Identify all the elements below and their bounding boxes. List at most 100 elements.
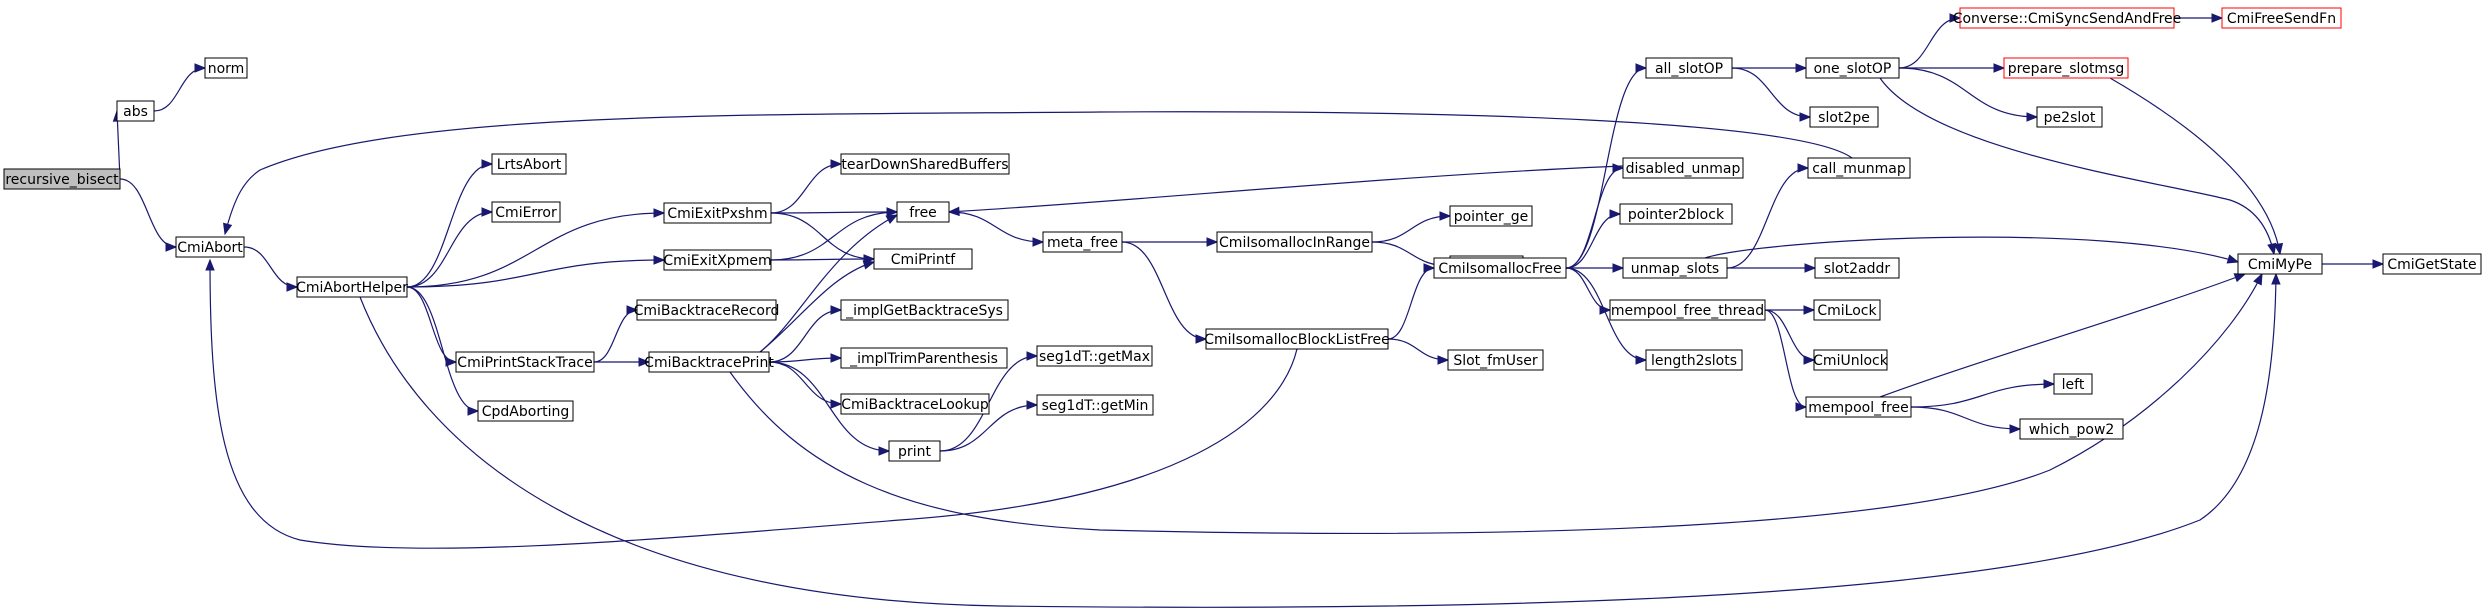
node-box[interactable] <box>1814 257 1900 279</box>
node-box[interactable] <box>3 168 121 190</box>
node-box[interactable] <box>477 400 574 422</box>
node-box[interactable] <box>1036 345 1153 367</box>
node--implgetbacktracesys[interactable]: _implGetBacktraceSys <box>840 299 1009 321</box>
node-box[interactable] <box>1645 57 1733 79</box>
node-box[interactable] <box>2382 253 2482 275</box>
node-box[interactable] <box>840 347 1008 369</box>
node-converse-cmisyncsendandfree[interactable]: Converse::CmiSyncSendAndFree <box>1953 7 2182 29</box>
node-box[interactable] <box>2003 57 2129 79</box>
node-box[interactable] <box>1622 257 1728 279</box>
node-box[interactable] <box>1805 57 1900 79</box>
node-box[interactable] <box>1805 396 1912 418</box>
node-box[interactable] <box>2221 7 2342 29</box>
node-cmibacktracerecord[interactable]: CmiBacktraceRecord <box>634 299 780 321</box>
node-box[interactable] <box>840 393 990 415</box>
node-cmilock[interactable]: CmiLock <box>1813 299 1881 321</box>
node-cmiaborthelper[interactable]: CmiAbortHelper <box>296 276 408 298</box>
node-teardownsharedbuffers[interactable]: tearDownSharedBuffers <box>840 153 1010 175</box>
node-box[interactable] <box>1433 257 1567 279</box>
node-box[interactable] <box>2237 253 2323 275</box>
node-box[interactable] <box>1619 203 1733 225</box>
node-cmimype[interactable]: CmiMyPe <box>2237 253 2323 275</box>
node-box[interactable] <box>175 236 245 258</box>
node-box[interactable] <box>1036 394 1154 416</box>
node-box[interactable] <box>896 201 950 223</box>
node-left[interactable]: left <box>2053 373 2093 395</box>
node-slot2pe[interactable]: slot2pe <box>1809 106 1879 128</box>
node-box[interactable] <box>2053 373 2093 395</box>
node-box[interactable] <box>491 153 567 175</box>
node-cmiprintf[interactable]: CmiPrintf <box>873 248 973 270</box>
arrowhead-icon <box>885 214 899 225</box>
node-box[interactable] <box>491 201 561 223</box>
node-unmap-slots[interactable]: unmap_slots <box>1622 257 1728 279</box>
node-box[interactable] <box>1809 106 1879 128</box>
node-cmiabort[interactable]: CmiAbort <box>175 236 245 258</box>
node-length2slots[interactable]: length2slots <box>1645 349 1743 371</box>
node-seg1dt-getmax[interactable]: seg1dT::getMax <box>1036 345 1153 367</box>
node-mempool-free[interactable]: mempool_free <box>1805 396 1912 418</box>
node-box[interactable] <box>1622 157 1744 179</box>
node-cmibacktraceprint[interactable]: CmiBacktracePrint <box>644 351 774 373</box>
node-pointer2block[interactable]: pointer2block <box>1619 203 1733 225</box>
node-box[interactable] <box>840 153 1010 175</box>
node-box[interactable] <box>2036 106 2103 128</box>
node-box[interactable] <box>2019 418 2124 440</box>
node-box[interactable] <box>1447 349 1544 371</box>
node-cmiunlock[interactable]: CmiUnlock <box>1813 349 1889 371</box>
node-box[interactable] <box>116 100 155 122</box>
node-box[interactable] <box>296 276 408 298</box>
node-cmiexitpxshm[interactable]: CmiExitPxshm <box>663 202 772 224</box>
node-box[interactable] <box>663 202 772 224</box>
node-recursive-bisect[interactable]: recursive_bisect <box>3 168 121 190</box>
node-box[interactable] <box>1807 157 1911 179</box>
node-box[interactable] <box>1813 299 1881 321</box>
node-cmiisomallocinrange[interactable]: CmiIsomallocInRange <box>1216 231 1373 253</box>
node-slot2addr[interactable]: slot2addr <box>1814 257 1900 279</box>
node-cmiisomallocfree[interactable]: CmiIsomallocFree <box>1433 257 1567 279</box>
node-mempool-free-thread[interactable]: mempool_free_thread <box>1609 299 1766 321</box>
node-seg1dt-getmin[interactable]: seg1dT::getMin <box>1036 394 1154 416</box>
node-call-munmap[interactable]: call_munmap <box>1807 157 1911 179</box>
node-box[interactable] <box>636 299 777 321</box>
node-box[interactable] <box>1959 7 2175 29</box>
node-box[interactable] <box>888 440 941 462</box>
node-box[interactable] <box>1216 231 1373 253</box>
node-box[interactable] <box>1813 349 1888 371</box>
node-meta-free[interactable]: meta_free <box>1042 231 1123 253</box>
node-pe2slot[interactable]: pe2slot <box>2036 106 2103 128</box>
node-box[interactable] <box>1609 299 1766 321</box>
node-pointer-ge[interactable]: pointer_ge <box>1449 205 1533 227</box>
node-disabled-unmap[interactable]: disabled_unmap <box>1622 157 1744 179</box>
node-slot-fmuser[interactable]: Slot_fmUser <box>1447 349 1544 371</box>
node-prepare-slotmsg[interactable]: prepare_slotmsg <box>2003 57 2129 79</box>
node-cmiprintstacktrace[interactable]: CmiPrintStackTrace <box>455 351 595 373</box>
node--impltrimparenthesis[interactable]: _implTrimParenthesis <box>840 347 1008 369</box>
node-box[interactable] <box>648 351 770 373</box>
node-box[interactable] <box>1042 231 1123 253</box>
node-abs[interactable]: abs <box>116 100 155 122</box>
node-cmiexitxpmem[interactable]: CmiExitXpmem <box>663 249 772 271</box>
node-norm[interactable]: norm <box>204 57 248 79</box>
node-cmigetstate[interactable]: CmiGetState <box>2382 253 2482 275</box>
node-print[interactable]: print <box>888 440 941 462</box>
node-box[interactable] <box>1205 328 1389 350</box>
node-free[interactable]: free <box>896 201 950 223</box>
node-cmierror[interactable]: CmiError <box>491 201 561 223</box>
node-lrtsabort[interactable]: LrtsAbort <box>491 153 567 175</box>
node-box[interactable] <box>840 299 1009 321</box>
node-cpdaborting[interactable]: CpdAborting <box>477 400 574 422</box>
node-box[interactable] <box>1449 205 1533 227</box>
node-box[interactable] <box>204 57 248 79</box>
node-cmifreesendfn[interactable]: CmiFreeSendFn <box>2221 7 2342 29</box>
node-which-pow2[interactable]: which_pow2 <box>2019 418 2124 440</box>
node-all-slotop[interactable]: all_slotOP <box>1645 57 1733 79</box>
node-one-slotop[interactable]: one_slotOP <box>1805 57 1900 79</box>
node-box[interactable] <box>663 249 772 271</box>
node-box[interactable] <box>873 248 973 270</box>
node-cmiisomallocblocklistfree[interactable]: CmiIsomallocBlockListFree <box>1204 328 1390 350</box>
edge-call_munmap-to-CmiAbort <box>223 111 1853 236</box>
node-box[interactable] <box>455 351 595 373</box>
node-cmibacktracelookup[interactable]: CmiBacktraceLookup <box>840 393 990 415</box>
node-box[interactable] <box>1645 349 1743 371</box>
